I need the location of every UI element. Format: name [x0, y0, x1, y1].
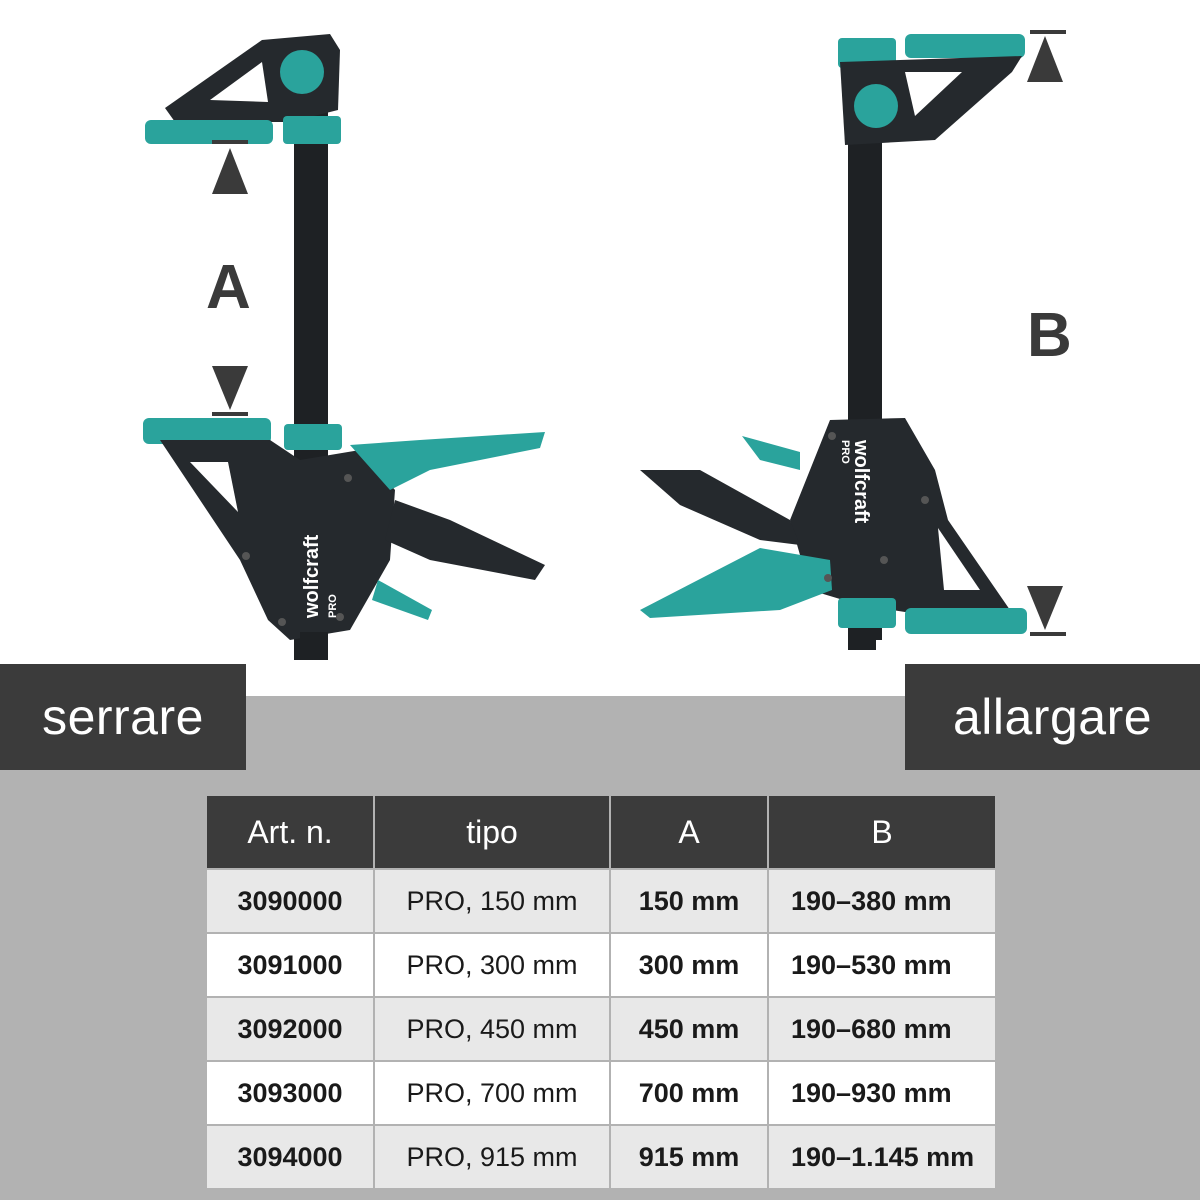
cell-b: 190–380 mm — [768, 868, 995, 933]
table-row: 3094000 PRO, 915 mm 915 mm 190–1.145 mm — [207, 1124, 995, 1188]
right-arrow-down — [1027, 586, 1063, 630]
table-row: 3092000 PRO, 450 mm 450 mm 190–680 mm — [207, 996, 995, 1061]
spec-table: Art. n. tipo A B 3090000 PRO, 150 mm 150… — [207, 796, 995, 1188]
right-clamp-bottom-pad — [905, 608, 1027, 634]
left-clamp: wolfcraft PRO — [143, 34, 545, 660]
left-arrow-down-line — [212, 412, 248, 416]
cell-a: 450 mm — [610, 996, 769, 1061]
cell-b: 190–530 mm — [768, 932, 995, 997]
cell-article: 3090000 — [207, 868, 375, 933]
right-clamp-top-sleeve — [838, 38, 896, 68]
left-clamp-trigger-tip — [372, 580, 432, 620]
right-clamp-body-cutout — [938, 528, 980, 590]
left-clamp-bottom-pad — [143, 418, 271, 444]
left-clamp-upper-handle — [350, 432, 545, 490]
cell-a: 915 mm — [610, 1124, 769, 1188]
table-row: 3091000 PRO, 300 mm 300 mm 190–530 mm — [207, 932, 995, 997]
left-clamp-top-pad — [145, 120, 273, 144]
left-arrow-up-line — [212, 140, 248, 144]
cell-b: 190–680 mm — [768, 996, 995, 1061]
right-clamp-trigger — [640, 470, 800, 545]
cell-a: 300 mm — [610, 932, 769, 997]
cell-type: PRO, 300 mm — [374, 932, 611, 997]
right-brand-logo: wolfcraft — [850, 439, 872, 524]
header-article: Art. n. — [207, 796, 375, 869]
right-arrow-up — [1027, 36, 1063, 82]
cell-b: 190–930 mm — [768, 1060, 995, 1125]
cell-type: PRO, 150 mm — [374, 868, 611, 933]
left-arrow-up — [212, 148, 248, 194]
cell-type: PRO, 700 mm — [374, 1060, 611, 1125]
header-b: B — [768, 796, 995, 869]
cell-article: 3091000 — [207, 932, 375, 997]
left-brand-logo: wolfcraft — [301, 534, 323, 619]
cell-b: 190–1.145 mm — [768, 1124, 995, 1188]
cell-a: 700 mm — [610, 1060, 769, 1125]
cell-article: 3093000 — [207, 1060, 375, 1125]
right-clamp-lower-handle — [640, 548, 832, 618]
right-clamp: wolfcraft PRO — [640, 30, 1066, 650]
table-row: 3090000 PRO, 150 mm 150 mm 190–380 mm — [207, 868, 995, 933]
table-header-row: Art. n. tipo A B — [207, 796, 995, 869]
left-brand-model: PRO — [327, 594, 339, 618]
right-brand-model: PRO — [839, 440, 851, 464]
dimension-a-label: A — [206, 253, 251, 322]
left-arrow-down — [212, 366, 248, 410]
right-arrow-down-line — [1030, 632, 1066, 636]
cell-article: 3094000 — [207, 1124, 375, 1188]
left-clamp-top-jaw-cutout — [210, 62, 268, 102]
cell-type: PRO, 450 mm — [374, 996, 611, 1061]
left-clamp-bar-end — [300, 632, 328, 660]
header-a: A — [610, 796, 769, 869]
right-clamp-top-knob — [854, 84, 898, 128]
table-row: 3093000 PRO, 700 mm 700 mm 190–930 mm — [207, 1060, 995, 1125]
clamp-mode-label: serrare — [0, 664, 246, 770]
left-clamp-bottom-sleeve — [284, 424, 342, 450]
right-clamp-bar-end — [848, 628, 876, 650]
left-clamp-top-knob — [280, 50, 324, 94]
header-type: tipo — [374, 796, 611, 869]
right-clamp-bottom-sleeve — [838, 598, 896, 628]
right-arrow-up-line — [1030, 30, 1066, 34]
left-clamp-trigger — [385, 500, 545, 580]
cell-a: 150 mm — [610, 868, 769, 933]
right-clamp-top-pad — [905, 34, 1025, 58]
left-clamp-body-cutout — [190, 462, 238, 512]
left-clamp-top-sleeve — [283, 116, 341, 144]
dimension-b-label: B — [1027, 301, 1072, 370]
spread-mode-label: allargare — [905, 664, 1200, 770]
left-clamp-body — [160, 440, 395, 640]
right-clamp-top-jaw-cutout — [905, 72, 962, 116]
clamp-drawings: wolfcraft PRO — [143, 30, 1066, 660]
right-clamp-trigger-tip — [742, 436, 800, 470]
cell-article: 3092000 — [207, 996, 375, 1061]
cell-type: PRO, 915 mm — [374, 1124, 611, 1188]
